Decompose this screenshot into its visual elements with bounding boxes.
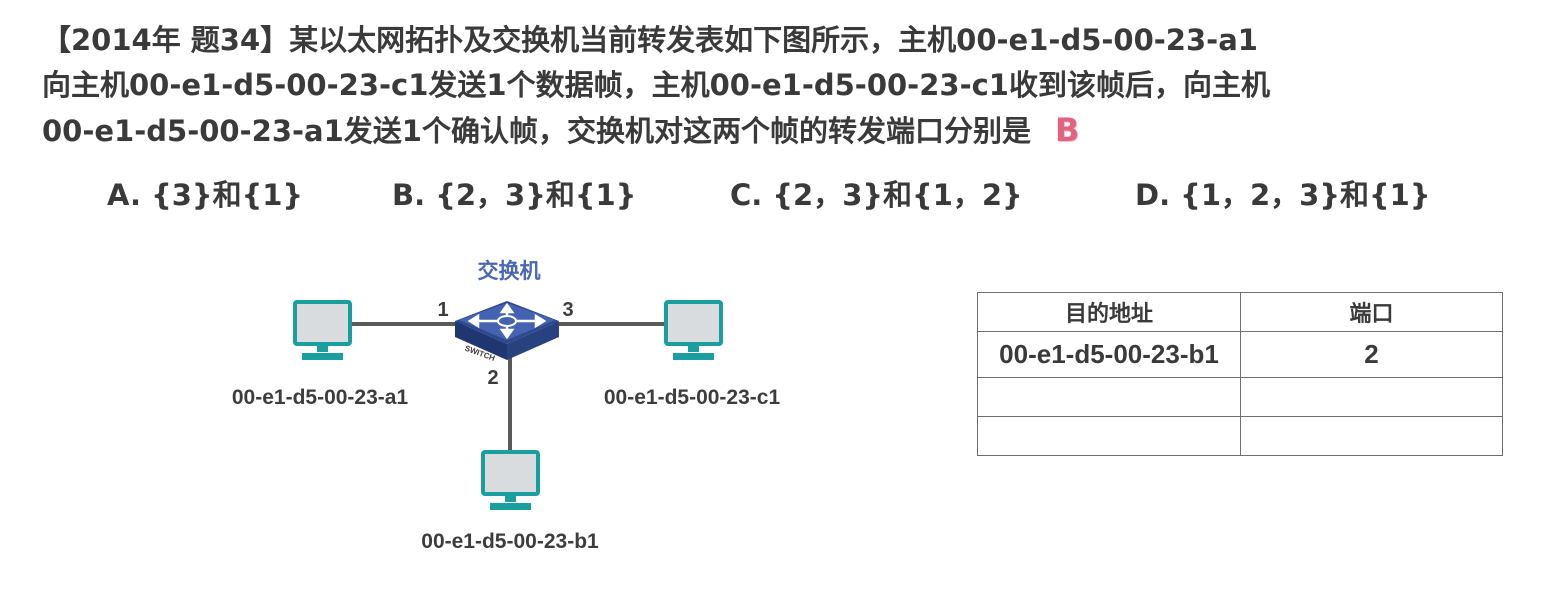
option-d[interactable]: D. {1，2，3}和{1} [1135, 178, 1431, 212]
question-text: 【2014年 题34】某以太网拓扑及交换机当前转发表如下图所示，主机00-e1-… [42, 18, 1512, 154]
cell-port [1240, 416, 1503, 456]
network-topology-diagram: SWITCH 交换机 1 3 2 00-e1-d5-00-23-a1 00-e1… [232, 259, 781, 553]
cell-dest-address [977, 377, 1241, 417]
question-line-3-text: 00-e1-d5-00-23-a1发送1个确认帧，交换机对这两个帧的转发端口分别… [42, 114, 1031, 148]
table-row [977, 377, 1503, 417]
host-b-mac: 00-e1-d5-00-23-b1 [421, 530, 599, 553]
table-row: 00-e1-d5-00-23-b1 2 [977, 331, 1503, 378]
table-header-row: 目的地址 端口 [977, 292, 1503, 332]
port-2-label: 2 [487, 367, 498, 389]
computer-icon-host-c [664, 300, 723, 360]
host-a-mac: 00-e1-d5-00-23-a1 [232, 386, 409, 409]
cell-dest-address [977, 416, 1241, 456]
question-line-3: 00-e1-d5-00-23-a1发送1个确认帧，交换机对这两个帧的转发端口分别… [42, 108, 1512, 154]
table-row [977, 416, 1503, 456]
computer-icon-host-b [481, 450, 540, 510]
question-line-1: 【2014年 题34】某以太网拓扑及交换机当前转发表如下图所示，主机00-e1-… [42, 23, 1258, 57]
port-1-label: 1 [437, 299, 448, 321]
option-b[interactable]: B. {2，3}和{1} [392, 178, 637, 212]
cell-port [1240, 377, 1503, 417]
header-port: 端口 [1240, 292, 1503, 332]
switch-icon: SWITCH [455, 301, 559, 363]
switch-label: 交换机 [478, 259, 541, 283]
cell-dest-address: 00-e1-d5-00-23-b1 [977, 331, 1241, 378]
question-line-2: 向主机00-e1-d5-00-23-c1发送1个数据帧，主机00-e1-d5-0… [42, 68, 1270, 102]
answer-mark: B [1054, 111, 1080, 149]
option-a[interactable]: A. {3}和{1} [107, 178, 304, 212]
option-c[interactable]: C. {2，3}和{1，2} [730, 178, 1023, 212]
forwarding-table: 目的地址 端口 00-e1-d5-00-23-b1 2 [977, 292, 1503, 456]
answer-options: A. {3}和{1} B. {2，3}和{1} C. {2，3}和{1，2} D… [0, 172, 1549, 216]
cell-port: 2 [1240, 331, 1503, 378]
computer-icon-host-a [293, 300, 352, 360]
links [350, 322, 666, 452]
header-dest-address: 目的地址 [977, 292, 1241, 332]
host-c-mac: 00-e1-d5-00-23-c1 [604, 386, 781, 409]
port-3-label: 3 [562, 299, 573, 321]
